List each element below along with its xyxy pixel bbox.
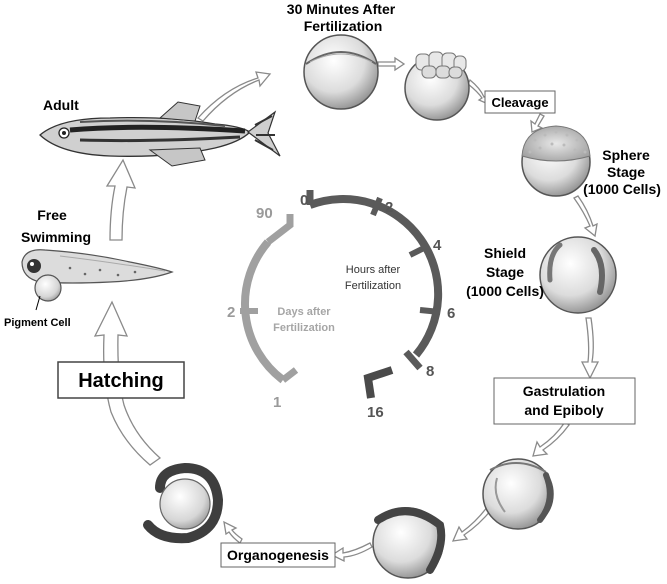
label-adult: Adult bbox=[43, 97, 79, 113]
hour-tick-6: 6 bbox=[447, 305, 455, 322]
label-organogenesis: Organogenesis bbox=[227, 547, 329, 563]
arrow-adult-to-egg bbox=[196, 71, 272, 122]
label-shield-line1: Shield bbox=[484, 245, 526, 261]
hour-tick-8: 8 bbox=[426, 363, 434, 380]
hour-tick-4: 4 bbox=[433, 237, 442, 254]
egg-cleavage bbox=[404, 51, 470, 121]
adult-fish bbox=[39, 101, 281, 167]
label-sphere-line3: (1000 Cells) bbox=[583, 181, 661, 197]
label-30min-line2: Fertilization bbox=[304, 18, 383, 34]
label-gastrulation-line1: Gastrulation bbox=[523, 383, 605, 399]
arrow-to-organogenesis bbox=[330, 542, 373, 563]
label-shield-line2: Stage bbox=[486, 264, 524, 280]
days-caption-1: Days after bbox=[277, 306, 331, 318]
arrow-to-sphere bbox=[530, 113, 545, 133]
label-gastrulation-line2: and Epiboly bbox=[524, 402, 604, 418]
egg-30min bbox=[303, 34, 379, 110]
arrow-to-curled-embryo bbox=[223, 520, 243, 544]
label-cleavage: Cleavage bbox=[491, 95, 548, 110]
gastrulation-box bbox=[493, 377, 636, 425]
day-tick-2: 2 bbox=[227, 304, 235, 321]
hour-tick-2: 2 bbox=[385, 199, 393, 216]
label-pigment-cell: Pigment Cell bbox=[4, 317, 71, 329]
embryo-curled bbox=[143, 462, 224, 544]
label-sphere-line2: Stage bbox=[607, 164, 645, 180]
egg-sphere bbox=[521, 125, 591, 197]
cycle-arrows bbox=[93, 56, 600, 563]
arrow-to-organogenesis-egg bbox=[451, 505, 493, 542]
egg-gastrulation bbox=[482, 458, 554, 530]
arrow-to-gastrulation bbox=[580, 317, 600, 380]
cleavage-box bbox=[484, 90, 556, 114]
label-30min-line1: 30 Minutes After bbox=[287, 1, 396, 17]
egg-shield bbox=[539, 236, 617, 314]
organogenesis-box bbox=[220, 542, 336, 568]
label-shield-line3: (1000 Cells) bbox=[466, 283, 544, 299]
arrow-egg1-to-egg2 bbox=[377, 56, 406, 72]
hours-clock bbox=[240, 190, 443, 399]
arrow-to-hatching bbox=[93, 300, 162, 466]
hatching-box bbox=[57, 361, 185, 399]
arrow-to-adult bbox=[105, 158, 137, 241]
label-free-swimming-line2: Swimming bbox=[21, 229, 91, 245]
egg-organogenesis bbox=[372, 507, 446, 579]
days-caption-2: Fertilization bbox=[273, 322, 335, 334]
label-free-swimming-line1: Free bbox=[37, 207, 67, 223]
arrow-to-shield bbox=[573, 195, 598, 238]
hours-caption-1: Hours after bbox=[346, 264, 401, 276]
day-tick-90: 90 bbox=[256, 205, 273, 222]
arrow-to-gastrulation-egg bbox=[532, 421, 570, 457]
free-swimming-larva bbox=[21, 249, 174, 311]
hour-tick-16: 16 bbox=[367, 404, 384, 421]
hour-tick-0: 0 bbox=[300, 192, 308, 209]
label-sphere-line1: Sphere bbox=[602, 147, 650, 163]
hours-caption-2: Fertilization bbox=[345, 280, 401, 292]
day-tick-1: 1 bbox=[273, 394, 281, 411]
label-hatching: Hatching bbox=[78, 370, 164, 392]
